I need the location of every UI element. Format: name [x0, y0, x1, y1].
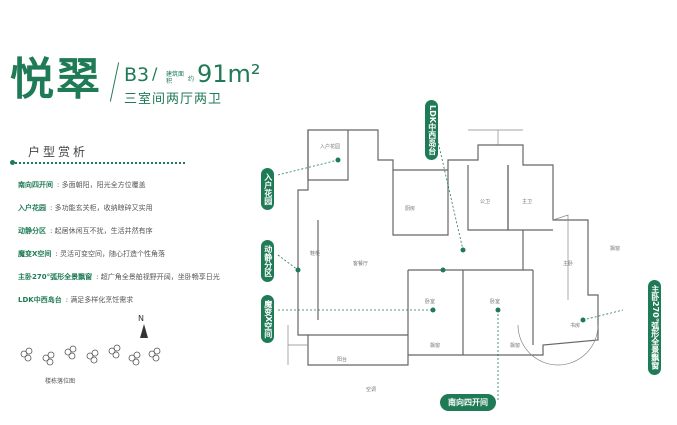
feature-desc: : 多面朝阳，阳光全方位覆盖 — [57, 181, 146, 189]
room-aircon: 空调 — [366, 387, 377, 393]
project-title: 悦翠 — [10, 54, 102, 105]
area-value: 91m² — [197, 60, 261, 88]
room-balcony: 阳台 — [337, 357, 348, 363]
feature-desc: : 多功能玄关柜，收纳晾碎又实用 — [50, 204, 153, 212]
room-bay1: 飘窗 — [430, 343, 441, 349]
room-bath1: 公卫 — [480, 199, 491, 205]
feature-item: 南向四开间 : 多面朝阳，阳光全方位覆盖 — [18, 180, 146, 190]
marker-dot — [430, 307, 436, 313]
tag-entry-garden: 入户花园 — [261, 168, 274, 210]
marker-dot — [440, 267, 446, 273]
feature-desc: : 满足多样化烹饪需求 — [65, 296, 134, 304]
room-bed2: 卧室 — [490, 299, 501, 305]
section-dot — [10, 160, 15, 165]
area-label: 建筑面积 — [166, 71, 185, 85]
tree-icon — [128, 351, 141, 366]
tag-magic-space: 魔变X空间 — [261, 295, 274, 344]
feature-item: LDK中西岛台: 满足多样化烹饪需求 — [18, 295, 133, 305]
tree-icon — [108, 344, 121, 359]
room-entry-garden: 入户花园 — [320, 144, 341, 150]
room-study: 书房 — [570, 323, 581, 329]
tag-master-bay-window: 主卧270°弧形全景飘窗 — [648, 280, 661, 375]
feature-desc: : 灵活可变空间，随心打造个性角落 — [55, 250, 165, 258]
area-approx: 约 — [188, 76, 195, 83]
room-master: 主卧 — [563, 261, 574, 267]
room-living: 客餐厅 — [353, 261, 369, 267]
feature-desc: : 起居休闲互不扰，生活井然有序 — [50, 227, 153, 235]
feature-item: 主卧270°弧形全景飘窗: 超广角全景舶视野开阔，坐卧畅享日光 — [18, 272, 220, 282]
floor-plan — [277, 120, 624, 400]
title-divider — [109, 62, 120, 102]
tree-icon — [42, 351, 55, 366]
compass-label: N — [138, 314, 144, 323]
building-location-map — [20, 344, 161, 366]
room-bath2: 主卫 — [522, 199, 533, 205]
feature-item: 入户花园 : 多功能玄关柜，收纳晾碎又实用 — [18, 203, 153, 213]
room-bed1: 卧室 — [425, 299, 436, 305]
tree-icon — [86, 349, 99, 364]
section-dotted-line — [15, 162, 185, 164]
feature-item: 魔变X空间: 灵活可变空间，随心打造个性角落 — [18, 249, 165, 259]
feature-item: 动静分区 : 起居休闲互不扰，生活井然有序 — [18, 226, 153, 236]
tree-icon — [20, 347, 33, 362]
unit-code: B3 — [124, 64, 150, 86]
tree-icon — [64, 345, 77, 360]
tag-zoning: 动静分区 — [261, 240, 274, 282]
tag-ldk-island: LDK中西岛台 — [425, 100, 438, 160]
marker-dot — [295, 267, 301, 273]
room-kitchen: 厨房 — [405, 206, 416, 212]
location-map-caption: 楼栋落位图 — [45, 378, 76, 385]
north-arrow-icon — [140, 324, 148, 338]
room-bay3: 飘窗 — [610, 246, 621, 252]
tag-south-four-bays: 南向四开间 — [440, 394, 496, 411]
feature-name: 魔变X空间 — [18, 250, 52, 258]
feature-desc: : 超广角全景舶视野开阔，坐卧畅享日光 — [96, 273, 220, 281]
feature-name: LDK中西岛台 — [18, 296, 62, 304]
room-shoe: 鞋柜 — [310, 251, 321, 257]
feature-name: 南向四开间 — [18, 181, 53, 189]
feature-name: 入户花园 — [18, 204, 46, 212]
feature-name: 主卧270°弧形全景飘窗 — [18, 273, 93, 281]
slash: / — [152, 64, 158, 83]
tree-icon — [148, 347, 161, 362]
feature-name: 动静分区 — [18, 227, 46, 235]
room-bay2: 飘窗 — [510, 343, 521, 349]
analysis-title: 户型赏析 — [28, 145, 89, 159]
layout-description: 三室间两厅两卫 — [124, 92, 223, 107]
